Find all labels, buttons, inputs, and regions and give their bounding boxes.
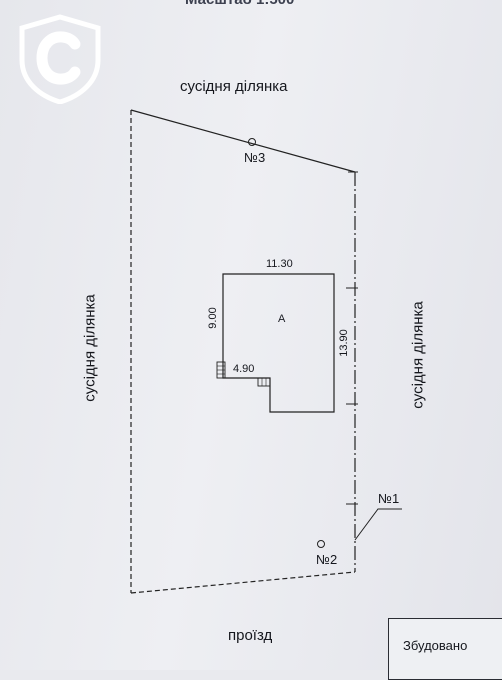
- entrance-stair: [257, 377, 271, 387]
- neighbor-plot-west: сусідня ділянка: [81, 294, 99, 402]
- building-dim-left: 9.00: [207, 307, 219, 329]
- point-2-label: №2: [316, 552, 338, 567]
- point-1-label: №1: [378, 491, 400, 506]
- scale-caption: Масштаб 1:500: [185, 0, 294, 8]
- built-stamp-text: Збудовано: [403, 638, 468, 653]
- neighbor-plot-north: сусідня ділянка: [180, 78, 288, 95]
- building-dim-top: 11.30: [266, 258, 293, 270]
- building-label: А: [278, 313, 286, 325]
- building-outline: [222, 273, 335, 413]
- building-dim-right: 13.90: [338, 329, 350, 357]
- neighbor-plot-east: сусідня ділянка: [409, 301, 427, 409]
- shield-logo-icon: [19, 14, 101, 104]
- point-3-label: №3: [244, 150, 266, 165]
- point-1-leader: [354, 508, 402, 541]
- driveway-south: проїзд: [228, 627, 273, 644]
- plot-boundary-bottom: [130, 571, 356, 594]
- building-dim-step: 4.90: [233, 363, 255, 375]
- built-stamp-box: Збудовано: [388, 618, 502, 680]
- plot-boundary-top: [130, 109, 356, 173]
- point-3-marker: [248, 138, 256, 146]
- point-2-marker: [317, 540, 325, 548]
